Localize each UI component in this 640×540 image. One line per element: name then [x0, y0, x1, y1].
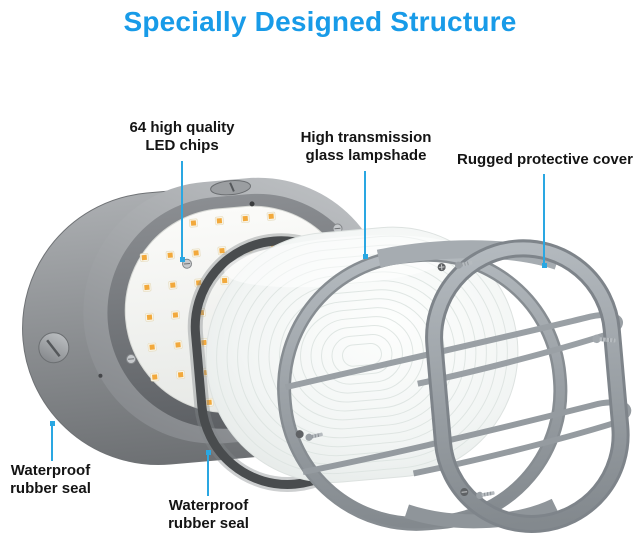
leader-line-rubber-seal-left — [49, 421, 55, 461]
protective-cage — [277, 239, 632, 533]
leader-line-rubber-seal-right — [205, 450, 211, 496]
leader-line-led-chips — [179, 161, 185, 262]
callout-glass-lampshade: High transmission glass lampshade — [300, 129, 432, 164]
page-title: Specially Designed Structure — [123, 6, 517, 37]
leader-line-protective-cover — [541, 174, 547, 268]
top-knob — [210, 180, 251, 196]
cage-bottom-band — [404, 498, 558, 529]
callout-protective-cover: Rugged protective cover — [457, 151, 633, 168]
callout-rubber-seal-left: Waterproof rubber seal — [10, 462, 91, 497]
callout-rubber-seal-right: Waterproof rubber seal — [168, 497, 249, 532]
cage-screws — [295, 260, 616, 499]
leader-line-glass-lampshade — [362, 171, 368, 259]
callout-led-chips: 64 high quality LED chips — [129, 119, 235, 154]
